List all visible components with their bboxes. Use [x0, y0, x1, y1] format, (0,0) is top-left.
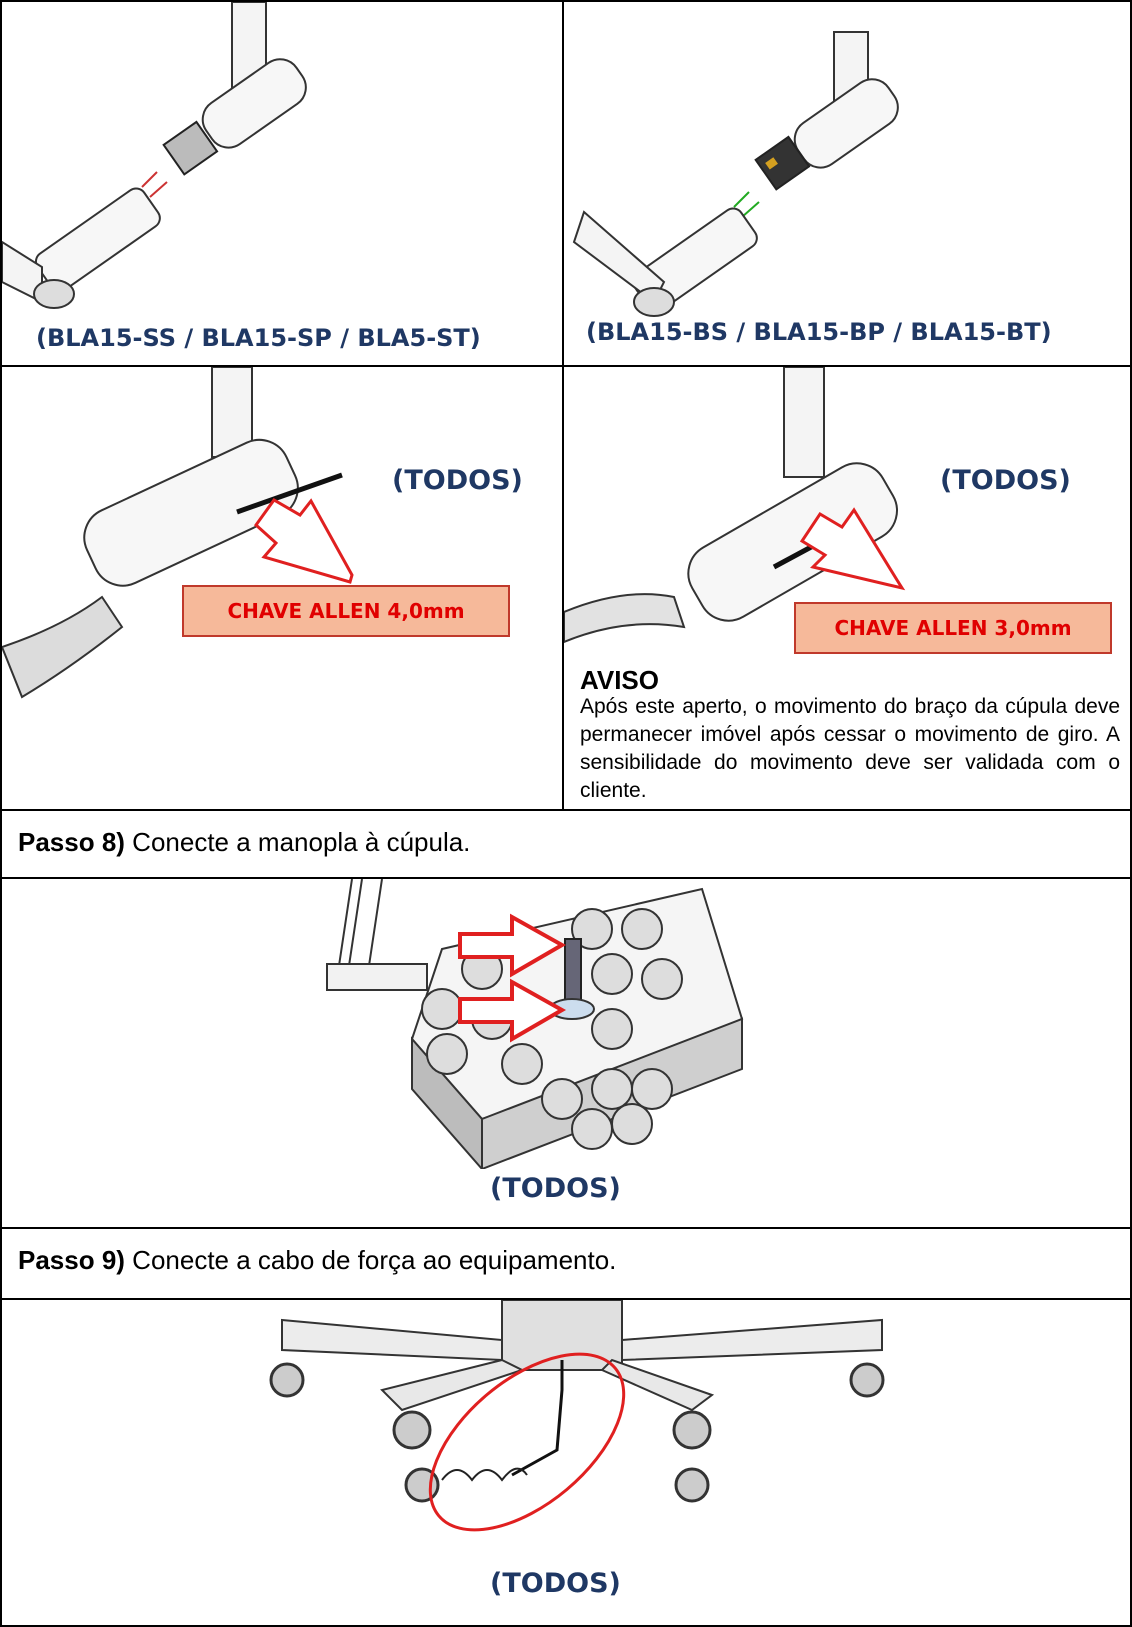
notice-title: AVISO: [580, 665, 659, 695]
todos-caption: (TODOS): [940, 465, 1071, 496]
step-8-text: Passo 8) Conecte a manopla à cúpula.: [18, 827, 470, 858]
step-9-text: Passo 9) Conecte a cabo de força ao equi…: [18, 1245, 616, 1276]
step-8-image-panel: (TODOS): [0, 877, 1132, 1229]
step-8-row: Passo 8) Conecte a manopla à cúpula.: [0, 809, 1132, 879]
step-9-label: Passo 9): [18, 1245, 125, 1275]
todos-caption: (TODOS): [490, 1173, 621, 1204]
red-ellipse-icon: [428, 1352, 626, 1532]
todos-caption: (TODOS): [392, 465, 523, 496]
arm-connector-illustration: [2, 2, 307, 309]
allen-key-callout: CHAVE ALLEN 4,0mm: [182, 585, 510, 637]
panel-arm-connector-b: (BLA15-BS / BLA15-BP / BLA15-BT): [562, 0, 1132, 367]
todos-caption: (TODOS): [490, 1568, 621, 1599]
panel-allen-key-3mm: (TODOS) CHAVE ALLEN 3,0mm AVISO Após est…: [562, 365, 1132, 811]
step-8-instruction: Conecte a manopla à cúpula.: [124, 827, 471, 857]
red-arrow-icon: [253, 498, 354, 584]
step-9-instruction: Conecte a cabo de força ao equipamento.: [124, 1245, 617, 1275]
step-9-image-panel: (TODOS): [0, 1298, 1132, 1627]
base-illustration: [269, 1300, 885, 1532]
red-arrow-icon: [799, 507, 906, 591]
model-caption-s: (BLA15-SS / BLA15-SP / BLA5-ST): [36, 324, 481, 352]
allen-key-callout: CHAVE ALLEN 3,0mm: [794, 602, 1112, 654]
allen-key-illustration: [564, 367, 906, 644]
model-caption-b: (BLA15-BS / BLA15-BP / BLA15-BT): [586, 318, 1052, 346]
notice-body: Após este aperto, o movimento do braço d…: [580, 695, 1120, 802]
allen-key-illustration: [2, 367, 354, 699]
step-9-row: Passo 9) Conecte a cabo de força ao equi…: [0, 1227, 1132, 1300]
panel-arm-connector-s: (BLA15-SS / BLA15-SP / BLA5-ST): [0, 0, 564, 367]
step-8-label: Passo 8): [18, 827, 125, 857]
red-arrow-icon: [458, 978, 567, 1043]
dome-illustration: [326, 879, 744, 1169]
panel-allen-key-4mm: (TODOS) CHAVE ALLEN 4,0mm: [0, 365, 564, 811]
arm-connector-illustration: [572, 31, 899, 317]
red-arrow-icon: [458, 913, 567, 978]
